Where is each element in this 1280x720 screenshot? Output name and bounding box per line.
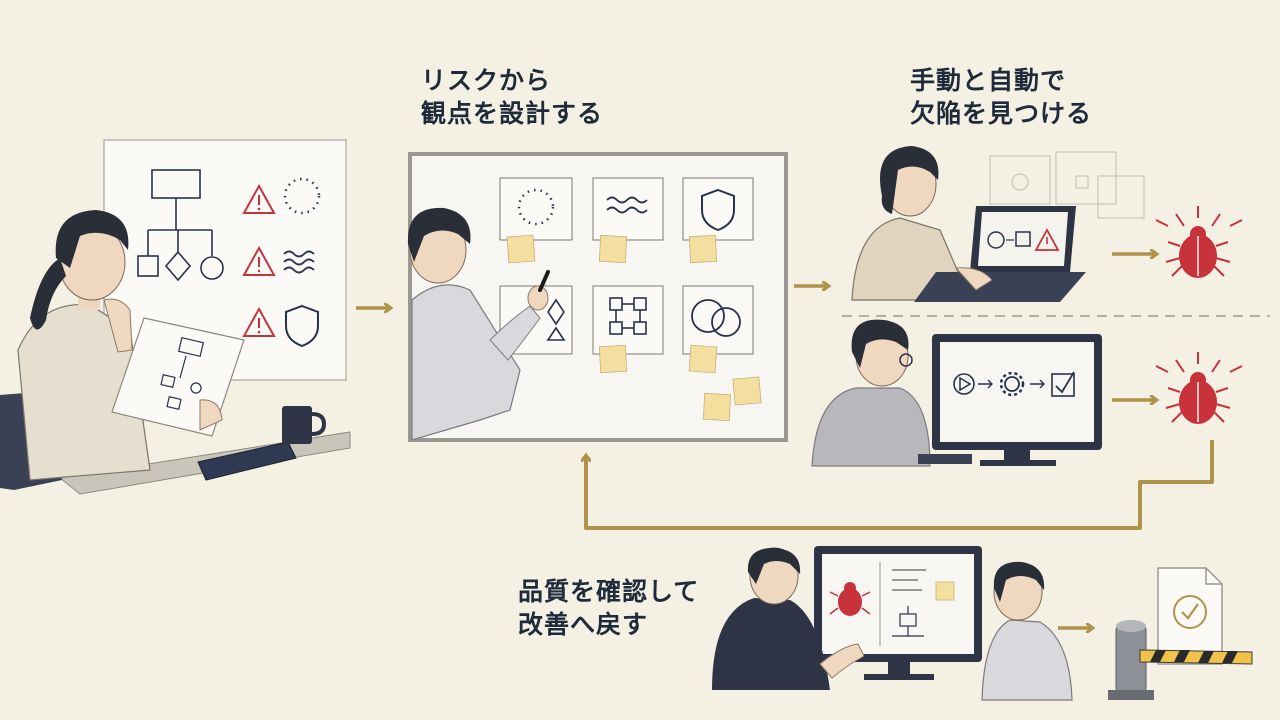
warning-icon [1034, 228, 1060, 251]
woman-ponytail [30, 258, 66, 330]
bug-icon [829, 582, 871, 616]
wave-icon [606, 196, 648, 214]
gear-icon [999, 371, 1025, 397]
man-hair [407, 207, 471, 262]
feedback-loop-arrow [586, 440, 1214, 530]
tester-hair [851, 319, 909, 368]
tester-hair [880, 146, 939, 214]
step-label-line: 手動と自動で [910, 66, 1067, 95]
shield-icon [285, 304, 319, 348]
dotted-circle-icon [283, 177, 321, 215]
sticky-note [935, 581, 955, 601]
venn-icon [691, 299, 741, 337]
warning-icon [242, 306, 276, 337]
step-label-quality-check: 品質を確認して 改善へ戻す [518, 575, 699, 641]
flow-shape-icon [546, 298, 566, 341]
glasses [899, 353, 913, 367]
notebook [197, 441, 297, 481]
coffee-mug [282, 406, 312, 444]
keyboard [918, 454, 972, 464]
check-document-icon [1157, 567, 1223, 665]
warning-icon [242, 245, 276, 276]
checkbox-icon [1051, 371, 1075, 397]
play-icon [953, 373, 975, 395]
manual-testing-scene [851, 146, 1145, 302]
bug-icon [1155, 352, 1243, 424]
barrier-gate-icon [1108, 620, 1253, 700]
step-label-line: 品質を確認して [518, 577, 700, 606]
test-design-scene [407, 152, 788, 442]
block-diagram-icon [609, 297, 647, 335]
step-label-line: 改善へ戻す [518, 610, 649, 639]
bug-icon [1155, 206, 1243, 278]
man-shirt [411, 284, 521, 441]
quality-review-scene [712, 546, 1073, 701]
marker-pen [538, 270, 550, 292]
dotted-circle-icon [517, 188, 555, 226]
laptop-keyboard [914, 272, 1086, 302]
shield-icon [701, 188, 735, 232]
step-label-design: リスクから 観点を設計する [421, 64, 603, 130]
automated-testing-scene [811, 319, 1102, 467]
step-label-find-defects: 手動と自動で 欠陥を見つける [910, 64, 1092, 130]
woman-hair [55, 210, 129, 268]
risk-analysis-scene [0, 139, 351, 495]
step-label-line: 欠陥を見つける [910, 99, 1093, 128]
reviewer-shirt [981, 619, 1073, 701]
reviewer-hoodie [712, 598, 830, 690]
step-label-line: 観点を設計する [421, 99, 604, 128]
wave-icon [283, 250, 315, 274]
flowchart-drawing [137, 169, 224, 282]
step-label-line: リスクから [421, 66, 552, 95]
tester-hoodie [811, 387, 931, 467]
warning-icon [242, 183, 276, 214]
sticky-notes [506, 234, 762, 422]
